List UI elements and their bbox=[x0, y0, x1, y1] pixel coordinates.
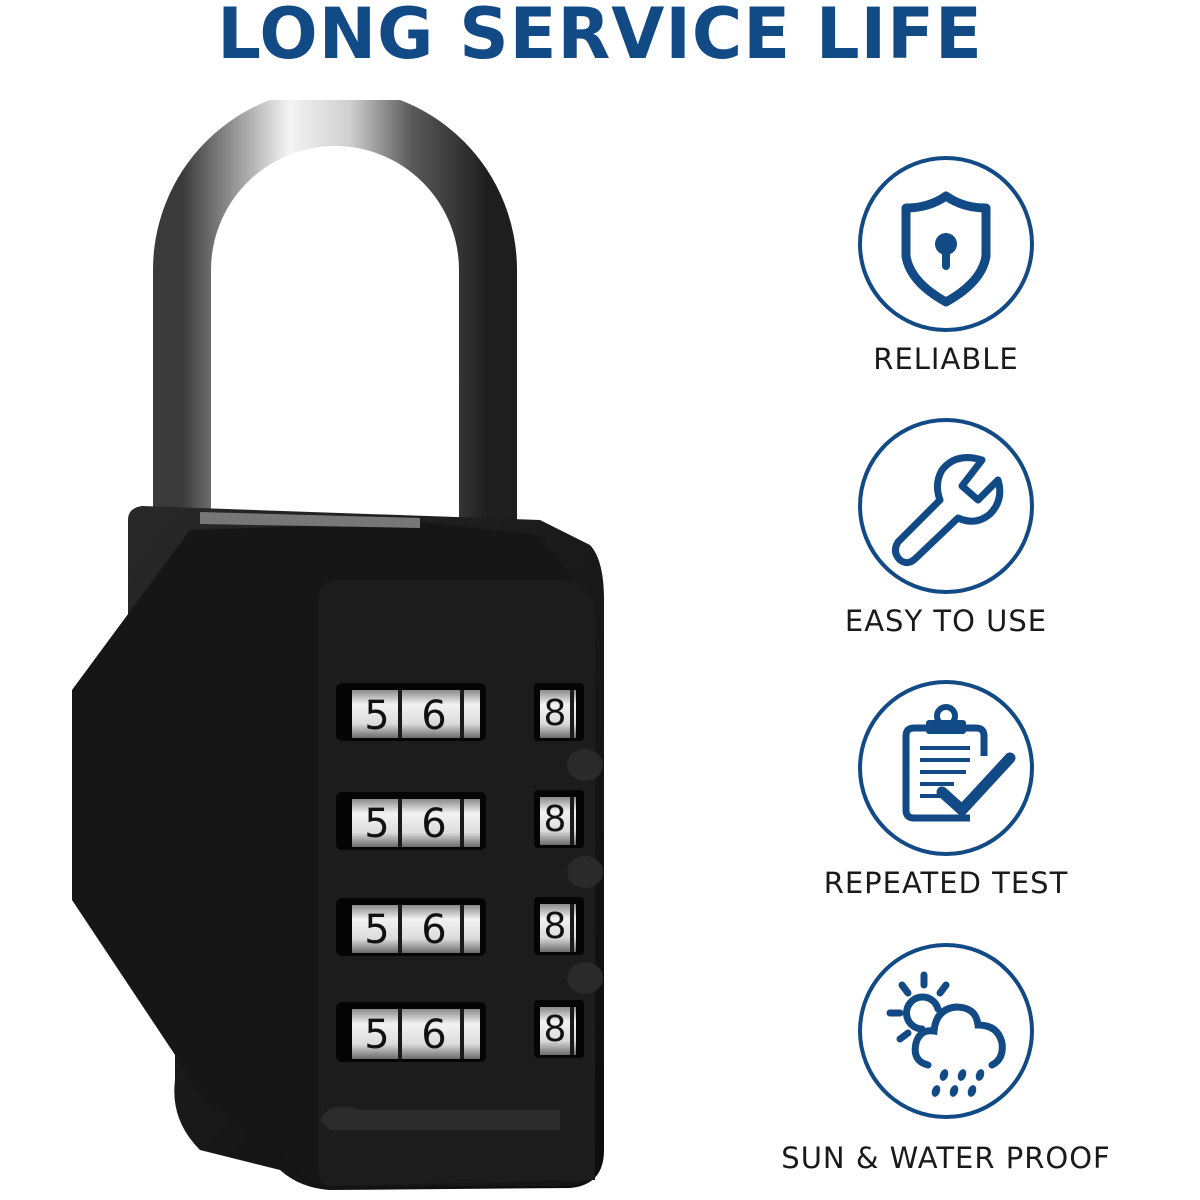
dial-digit: 8 bbox=[543, 1009, 567, 1050]
dial-digit: 8 bbox=[543, 693, 567, 734]
shield-keyhole-icon bbox=[858, 156, 1034, 332]
dial-digit: 6 bbox=[421, 1012, 447, 1058]
dial-digit: 6 bbox=[421, 801, 447, 847]
dial-digit: 5 bbox=[364, 907, 390, 953]
sun-cloud-rain-icon bbox=[858, 943, 1034, 1119]
feature-label: SUN & WATER PROOF bbox=[781, 1141, 1111, 1175]
feature-label: EASY TO USE bbox=[844, 604, 1048, 638]
clipboard-check-icon bbox=[858, 680, 1034, 856]
feature-label: REPEATED TEST bbox=[823, 866, 1069, 900]
page-title: LONG SERVICE LIFE bbox=[217, 0, 983, 75]
feature-repeated-test: REPEATED TEST bbox=[746, 680, 1146, 900]
feature-easy-to-use: EASY TO USE bbox=[746, 418, 1146, 638]
dial-digit: 5 bbox=[364, 1012, 390, 1058]
dial-digit: 5 bbox=[364, 693, 390, 739]
dial-digit: 8 bbox=[543, 799, 567, 840]
dial-digit: 8 bbox=[543, 906, 567, 947]
feature-sun-water-proof: SUN & WATER PROOF bbox=[746, 943, 1146, 1175]
dial-digit: 6 bbox=[421, 907, 447, 953]
feature-reliable: RELIABLE bbox=[746, 156, 1146, 376]
dial-digit: 5 bbox=[364, 801, 390, 847]
feature-label: RELIABLE bbox=[873, 342, 1019, 376]
wrench-icon bbox=[858, 418, 1034, 594]
padlock-image bbox=[72, 100, 604, 1190]
dial-digit: 6 bbox=[421, 693, 447, 739]
